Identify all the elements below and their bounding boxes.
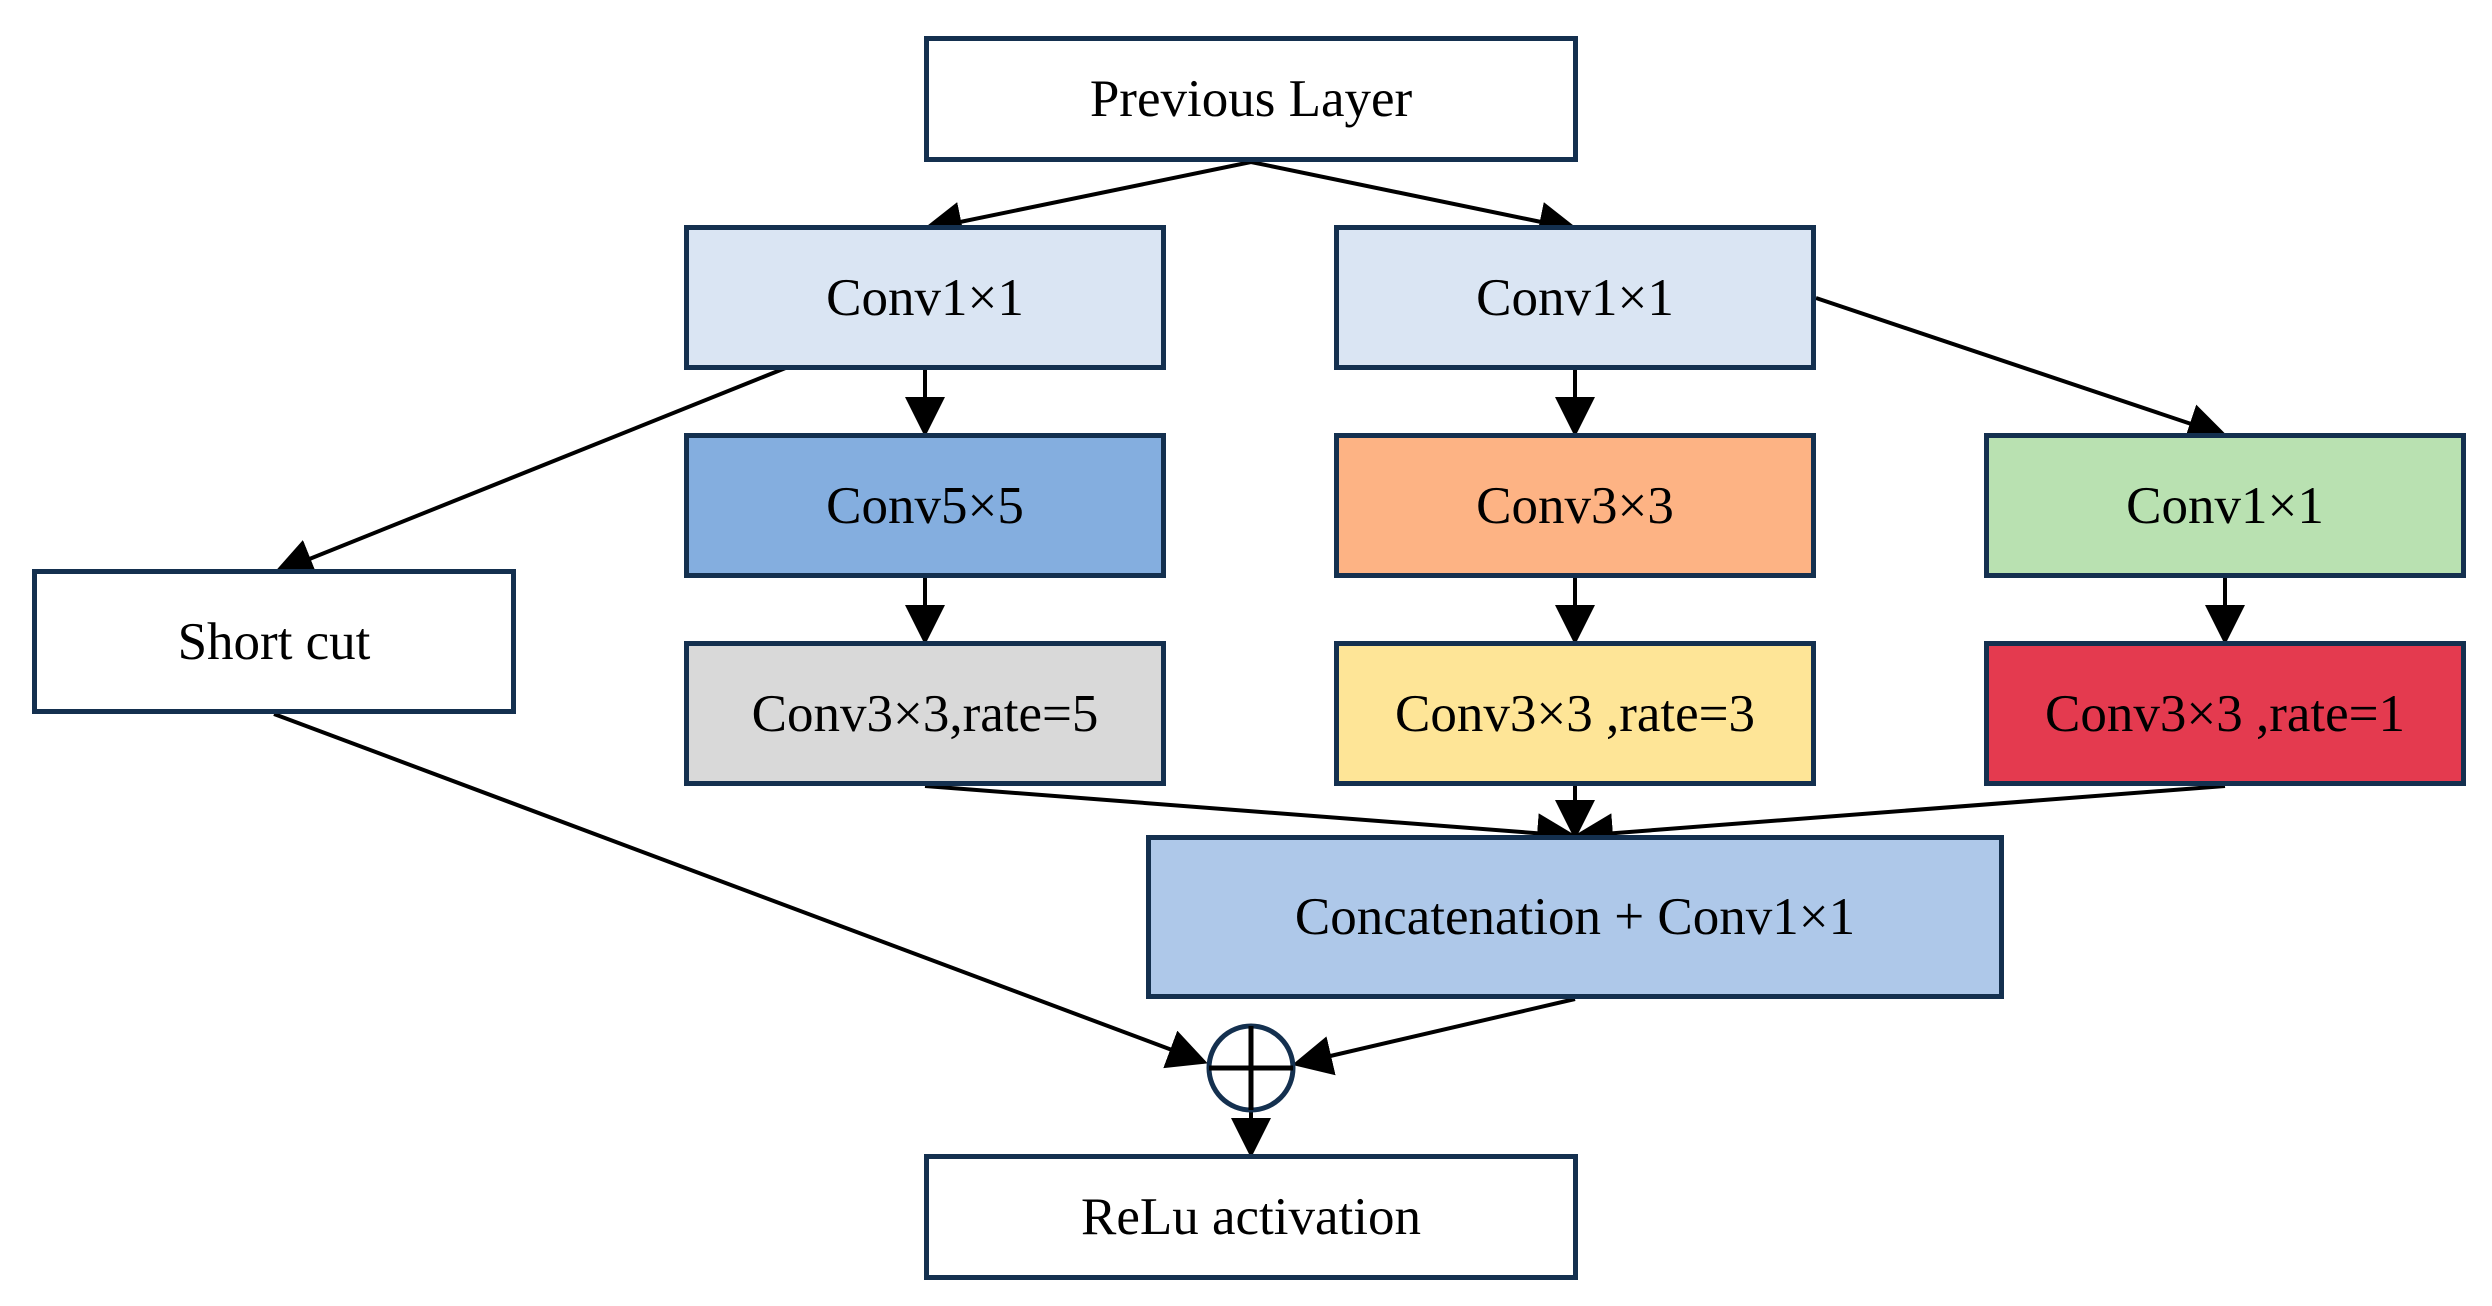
conv1x1-left-box: Conv1×1 (684, 225, 1166, 370)
conv3x3-center-box: Conv3×3 (1334, 433, 1816, 578)
previous-layer-label: Previous Layer (1089, 70, 1413, 128)
conv3x3-rate5-label: Conv3×3,rate=5 (751, 684, 1099, 743)
conv1x1-left-label: Conv1×1 (826, 268, 1024, 327)
conv5x5-label: Conv5×5 (826, 476, 1024, 535)
conv3x3-rate1-label: Conv3×3 ,rate=1 (2044, 684, 2406, 743)
conv1x1-center-label: Conv1×1 (1476, 268, 1674, 327)
arrow-shortcut-to-add (273, 712, 1208, 1069)
conv1x1-center-box: Conv1×1 (1334, 225, 1816, 370)
previous-layer-box: Previous Layer (924, 36, 1578, 162)
short-cut-box: Short cut (32, 569, 516, 714)
arrow-rate1-to-concat (1573, 784, 2226, 854)
conv3x3-rate3-box: Conv3×3 ,rate=3 (1334, 641, 1816, 786)
relu-activation-box: ReLu activation (924, 1154, 1578, 1280)
short-cut-label: Short cut (177, 612, 371, 671)
arrow-previous-to-conv-center (1250, 160, 1579, 242)
conv3x3-rate5-box: Conv3×3,rate=5 (684, 641, 1166, 786)
arrow-conv-left-to-shortcut (273, 365, 789, 578)
arrow-concat-to-add (1292, 997, 1576, 1076)
relu-activation-label: ReLu activation (1081, 1188, 1421, 1246)
arrow-previous-to-conv-left (922, 160, 1252, 242)
conv3x3-rate1-box: Conv3×3 ,rate=1 (1984, 641, 2466, 786)
concatenation-label: Concatenation + Conv1×1 (1294, 888, 1856, 946)
arrow-conv-center-to-conv1-right (1815, 296, 2228, 443)
arrow-rate5-to-concat (924, 784, 1577, 854)
conv5x5-box: Conv5×5 (684, 433, 1166, 578)
conv3x3-rate3-label: Conv3×3 ,rate=3 (1394, 684, 1756, 743)
conv1x1-right-label: Conv1×1 (2126, 476, 2324, 535)
conv3x3-center-label: Conv3×3 (1476, 476, 1674, 535)
concatenation-box: Concatenation + Conv1×1 (1146, 835, 2004, 999)
circled-plus-icon (1206, 1023, 1296, 1113)
conv1x1-right-box: Conv1×1 (1984, 433, 2466, 578)
